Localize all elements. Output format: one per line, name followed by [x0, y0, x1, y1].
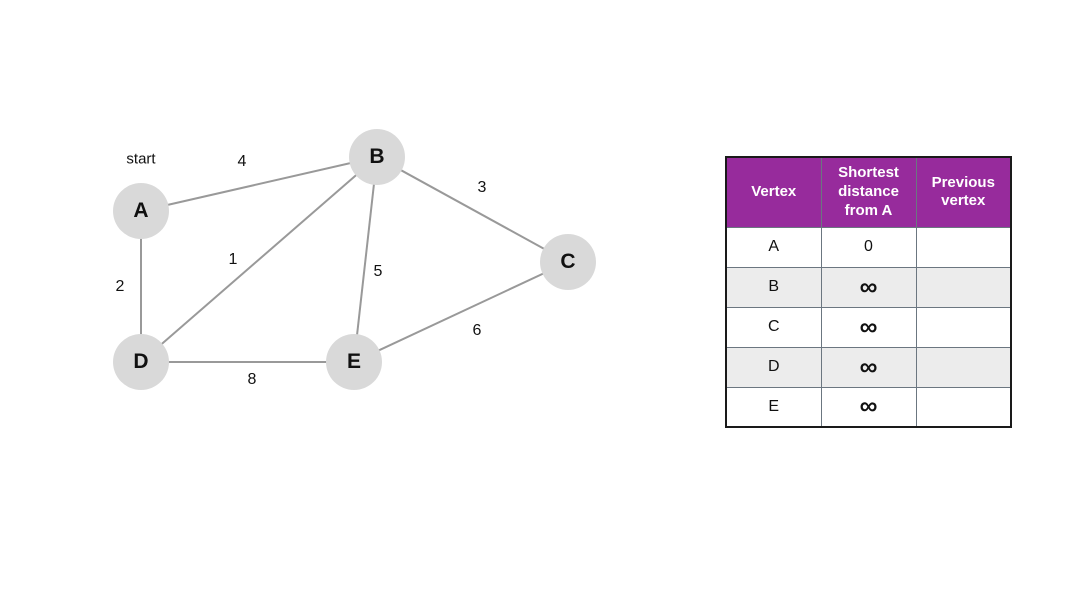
table-row: C ∞ [725, 306, 1012, 348]
previous-vertex-cell [915, 386, 1012, 428]
previous-vertex-cell [915, 306, 1012, 348]
table-row: D ∞ [725, 346, 1012, 388]
node-a: A [113, 183, 169, 239]
node-e: E [326, 334, 382, 390]
node-e-label: E [346, 350, 361, 373]
header-cell-vertex: Vertex [725, 156, 822, 228]
table-header-row: Vertex Shortest distance from A Previous… [725, 156, 1012, 228]
start-label: start [126, 150, 156, 168]
edge-b-d [140, 156, 378, 363]
edge-weight-a-d: 2 [115, 278, 125, 295]
node-a-label: A [133, 199, 149, 222]
distance-table: Vertex Shortest distance from A Previous… [725, 156, 1012, 428]
node-d-label: D [133, 350, 149, 373]
edge-b-e [353, 156, 378, 363]
edge-weight-c-e: 6 [472, 322, 482, 339]
distance-cell: 0 [820, 226, 917, 268]
vertex-cell: A [725, 226, 822, 268]
edge-weight-b-d: 1 [228, 251, 238, 268]
edge-c-e [353, 261, 569, 363]
table-row: B ∞ [725, 266, 1012, 308]
edge-weight-b-c: 3 [477, 179, 487, 196]
edge-weight-b-e: 5 [373, 263, 383, 280]
edge-a-b [140, 156, 378, 212]
previous-vertex-cell [915, 266, 1012, 308]
edge-weight-d-e: 8 [247, 371, 257, 388]
distance-cell: ∞ [820, 386, 917, 428]
node-d: D [113, 334, 169, 390]
table-row: A 0 [725, 226, 1012, 268]
distance-cell: ∞ [820, 266, 917, 308]
previous-vertex-cell [915, 226, 1012, 268]
previous-vertex-cell [915, 346, 1012, 388]
vertex-cell: C [725, 306, 822, 348]
node-c: C [540, 234, 596, 290]
table-row: E ∞ [725, 386, 1012, 428]
node-b: B [349, 129, 405, 185]
vertex-cell: B [725, 266, 822, 308]
edge-b-c [376, 156, 569, 263]
distance-cell: ∞ [820, 306, 917, 348]
edge-weight-a-b: 4 [237, 153, 247, 170]
node-c-label: C [560, 250, 576, 273]
distance-cell: ∞ [820, 346, 917, 388]
vertex-cell: D [725, 346, 822, 388]
header-cell-shortest-distance: Shortest distance from A [820, 156, 917, 228]
vertex-cell: E [725, 386, 822, 428]
header-cell-previous-vertex: Previous vertex [915, 156, 1012, 228]
node-b-label: B [369, 145, 385, 168]
